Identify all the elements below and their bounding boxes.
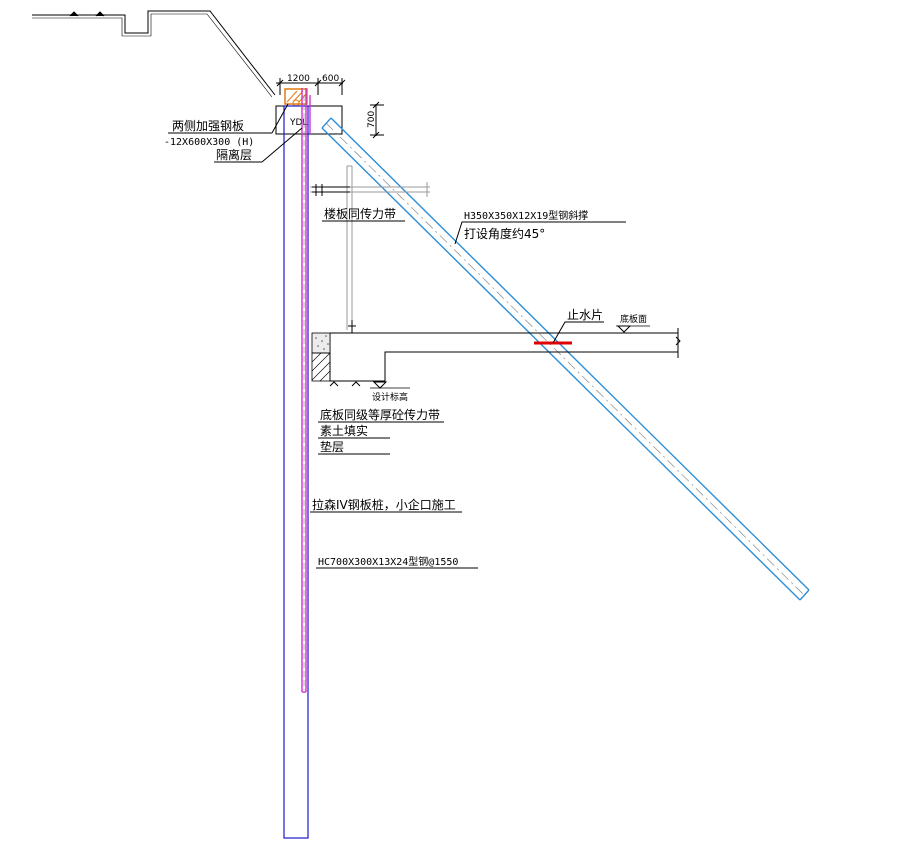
design-level-text: 设计标高 <box>372 391 408 403</box>
design-level-marker <box>372 381 388 389</box>
waterstop-leader <box>552 321 604 344</box>
slab-surface-marker <box>616 325 632 333</box>
hsteel-spec-text: HC700X300X13X24型钢@1550 <box>318 555 458 568</box>
reinforce-plate-text: 两侧加强钢板 <box>172 119 244 133</box>
floor-force-band-text: 楼板同传力带 <box>324 206 396 221</box>
h-steel-pile <box>283 105 309 839</box>
dim-700-text: 700 <box>367 111 377 128</box>
strut-spec-text: H350X350X12X19型钢斜撑 <box>464 209 588 222</box>
strut-centerline <box>325 122 805 596</box>
slab-surface-text: 底板面 <box>620 313 647 325</box>
beam-tag: YDL <box>289 118 307 128</box>
dim-600-text: 600 <box>322 74 339 84</box>
dim-1200-text: 1200 <box>287 74 310 84</box>
sheet-pile <box>301 88 311 693</box>
cushion-text: 垫层 <box>320 439 344 454</box>
isolation-leader-d <box>261 127 303 163</box>
ground-grass-symbols <box>69 11 105 17</box>
base-force-band-text: 底板同级等厚砼传力带 <box>320 407 440 422</box>
floor-slab-edge <box>312 184 350 196</box>
sheet-pile-text: 拉森IV钢板桩，小企口施工 <box>312 497 456 512</box>
ground-line <box>32 10 276 96</box>
strut-leader <box>454 221 626 245</box>
reinforce-plate-spec-text: -12X600X300 (H) <box>164 137 254 148</box>
floor-slab-outline <box>310 165 430 330</box>
isolation-layer-text: 隔离层 <box>216 147 252 162</box>
cushion-block <box>311 352 331 382</box>
base-grass-symbols <box>329 381 361 387</box>
waterstop-text: 止水片 <box>567 308 603 322</box>
compacted-soil-text: 素土填实 <box>320 423 368 438</box>
reinforce-plate-leader-d <box>271 103 289 134</box>
cushion-hatch <box>311 352 331 382</box>
ground-slope-offset <box>32 13 273 98</box>
soil-fill-block <box>311 332 331 354</box>
soil-dots <box>315 335 329 350</box>
diagonal-strut <box>321 117 810 601</box>
top-dimension <box>276 78 346 95</box>
right-dimension <box>370 101 384 139</box>
reinforce-plate-block <box>284 88 308 105</box>
plate-bolt <box>292 99 300 107</box>
crown-beam <box>275 105 343 135</box>
strut-angle-text: 打设角度约45° <box>464 226 545 241</box>
